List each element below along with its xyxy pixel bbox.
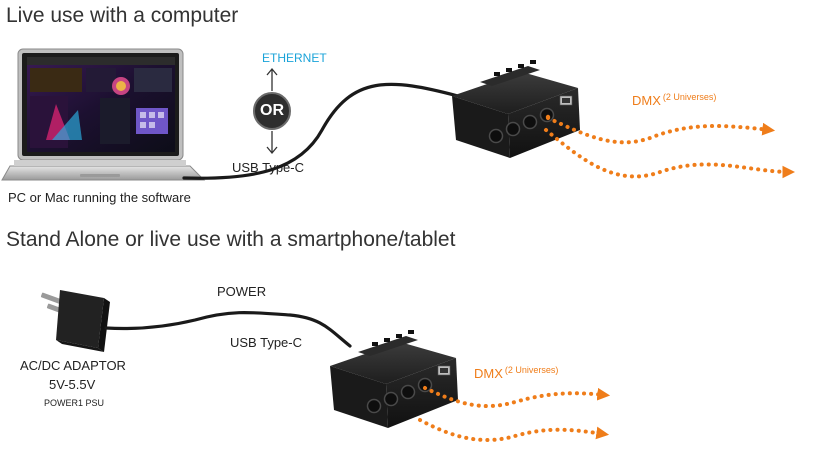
dmx-label-2: DMX(2 Universes) — [474, 365, 558, 381]
dmx-interface-icon-2 — [330, 330, 458, 428]
usb-type-c-label-2: USB Type-C — [230, 335, 303, 350]
ethernet-label: ETHERNET — [262, 51, 327, 65]
adaptor-line2: 5V-5.5V — [49, 377, 96, 392]
adaptor-line3: POWER1 PSU — [44, 398, 105, 408]
power-label: POWER — [217, 284, 267, 299]
or-badge: OR — [253, 92, 291, 130]
laptop-icon — [1, 48, 206, 181]
dmx-wave-2a — [423, 386, 611, 409]
dmx-label-1: DMX(2 Universes) — [632, 92, 716, 108]
dmx-wave-1a — [546, 116, 776, 145]
dmx-wave-2b — [418, 418, 610, 443]
or-connector — [266, 67, 278, 155]
dmx-universes-2: (2 Universes) — [504, 365, 559, 375]
section2-heading: Stand Alone or live use with a smartphon… — [6, 228, 456, 251]
usb-cable-1 — [182, 82, 460, 180]
usb-cable-2 — [104, 310, 352, 348]
dmx-interface-icon — [452, 60, 580, 158]
power-adaptor-icon — [40, 290, 110, 352]
dmx-universes-1: (2 Universes) — [662, 92, 717, 102]
adaptor-line1: AC/DC ADAPTOR — [20, 358, 126, 373]
dmx-text-2: DMX — [474, 366, 503, 381]
dmx-wave-1b — [544, 128, 796, 179]
laptop-caption: PC or Mac running the software — [8, 190, 191, 205]
dmx-text-1: DMX — [632, 93, 661, 108]
section1-heading: Live use with a computer — [6, 4, 239, 27]
